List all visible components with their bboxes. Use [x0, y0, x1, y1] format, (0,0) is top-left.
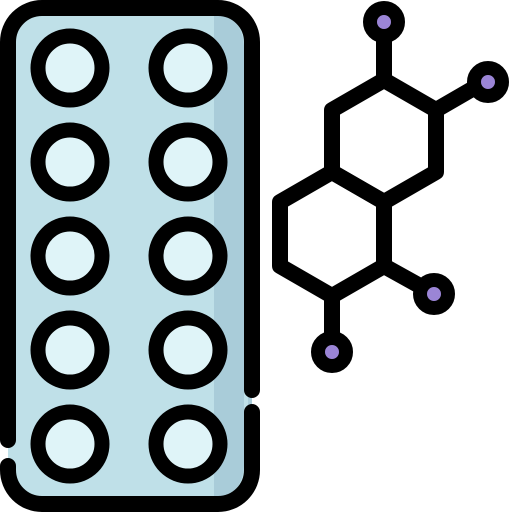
bond-right-lower — [376, 258, 428, 294]
pill — [30, 122, 110, 202]
pill-outline — [148, 122, 228, 202]
pill-body — [38, 412, 102, 476]
pill-outline — [30, 404, 110, 484]
blister-pack-outline-top — [0, 0, 260, 448]
atom-right-upper — [467, 61, 509, 103]
pill-body — [38, 130, 102, 194]
blister-pack-icon — [0, 0, 260, 512]
pill-body — [38, 36, 102, 100]
pill — [148, 122, 228, 202]
pill — [30, 28, 110, 108]
pill — [148, 28, 228, 108]
pill-outline — [30, 28, 110, 108]
pill — [30, 216, 110, 296]
blister-pack-shade-band — [214, 12, 244, 500]
atom-right-lower — [413, 273, 455, 315]
molecule-ring-lower — [272, 164, 392, 304]
blister-pack-outline-bottom — [0, 404, 260, 512]
atom-bottom — [311, 331, 353, 373]
pill — [148, 310, 228, 390]
pill-outline — [30, 310, 110, 390]
pill-grid — [30, 28, 228, 484]
pill — [148, 404, 228, 484]
atom-top — [363, 1, 405, 43]
pill-body — [156, 318, 220, 382]
pill-outline — [148, 216, 228, 296]
pill — [30, 404, 110, 484]
pill-body — [156, 130, 220, 194]
pill-body — [156, 412, 220, 476]
molecule-icon — [272, 28, 482, 344]
bond-right-upper — [428, 80, 482, 118]
pill-body — [156, 224, 220, 288]
pill-outline — [148, 28, 228, 108]
molecule-atoms — [311, 1, 509, 373]
pill-body — [38, 318, 102, 382]
pill — [148, 216, 228, 296]
pill-outline — [30, 216, 110, 296]
pill-body — [156, 36, 220, 100]
pill-outline — [148, 310, 228, 390]
pill-outline — [30, 122, 110, 202]
pill-outline — [148, 404, 228, 484]
pill — [30, 310, 110, 390]
pill-body — [38, 224, 102, 288]
